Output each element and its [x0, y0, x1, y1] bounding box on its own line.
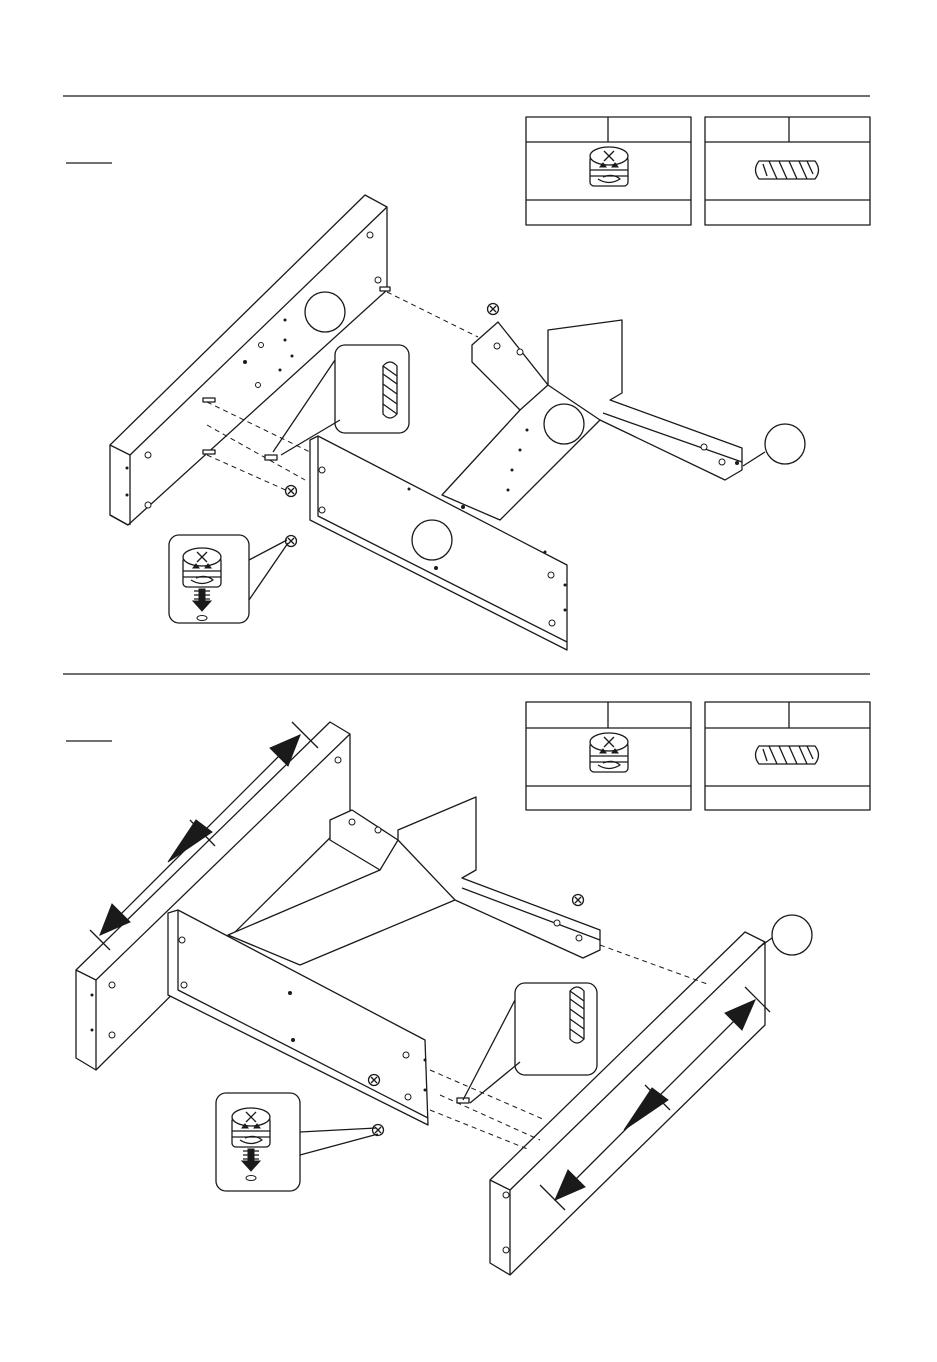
panel-callout-1 [305, 292, 345, 332]
panel-callout-2 [544, 404, 584, 444]
cam-lock-small-4 [573, 895, 584, 906]
hardware-box-cam-lock-2 [526, 702, 691, 810]
hardware-box-dowel-2 [705, 702, 870, 810]
cam-lock-small-5 [369, 1075, 380, 1086]
frame-center [442, 320, 742, 520]
panel-callout-4 [412, 520, 452, 560]
detail-dowel-step-2 [463, 983, 597, 1103]
step-1 [63, 96, 870, 650]
hardware-box-dowel [705, 117, 870, 225]
cam-lock-icon [590, 733, 628, 772]
hardware-box-cam-lock [526, 117, 691, 225]
cam-lock-icon [590, 147, 628, 186]
step-2 [63, 674, 870, 1275]
detail-cam-step-1 [169, 535, 288, 623]
panel-callout-5 [772, 915, 812, 955]
wooden-dowel-icon [383, 362, 397, 418]
cam-lock-small-1 [488, 304, 499, 315]
cam-lock-small-6 [373, 1125, 384, 1136]
detail-cam-step-2 [216, 1093, 378, 1191]
wooden-dowel-icon [570, 987, 584, 1043]
wooden-dowel-icon [756, 161, 819, 179]
wooden-dowel-icon [756, 746, 819, 764]
panel-callout-3 [765, 424, 805, 464]
cam-lock-small-2 [286, 486, 297, 497]
